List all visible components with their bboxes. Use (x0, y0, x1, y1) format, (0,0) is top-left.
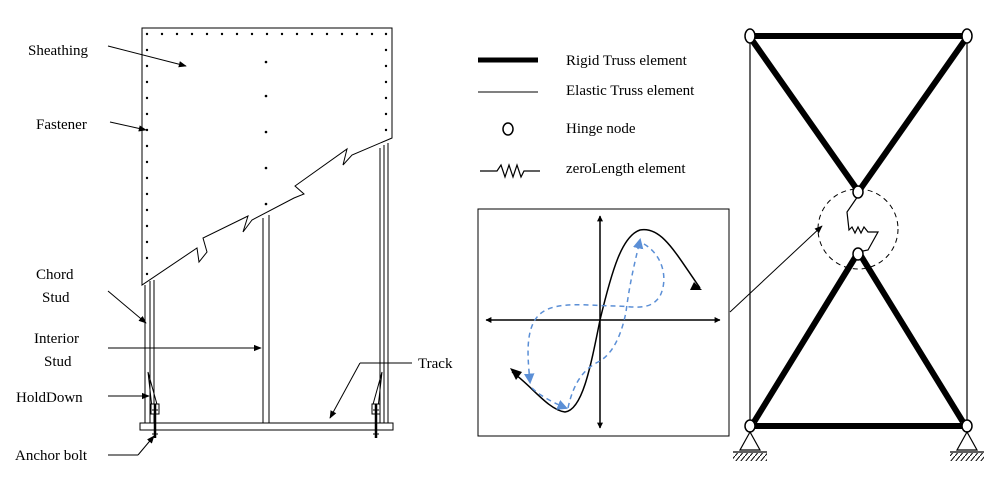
label-chord-stud-line2: Stud (42, 290, 70, 306)
zerolength-element (846, 195, 880, 253)
legend-rigid-label: Rigid Truss element (566, 53, 688, 69)
fastener-dots (145, 32, 388, 276)
label-anchor-bolt: Anchor bolt (15, 448, 88, 464)
legend-hinge-swatch (502, 122, 514, 136)
wall-drawing: Sheathing Fastener Chord Stud Interior S… (15, 27, 453, 464)
truss-model (733, 28, 984, 461)
holddown-left (147, 371, 160, 438)
legend-hinge-label: Hinge node (566, 121, 636, 137)
sheathing-panel (141, 27, 393, 286)
legend-elastic-label: Elastic Truss element (566, 83, 695, 99)
legend: Rigid Truss element Elastic Truss elemen… (478, 53, 695, 179)
backbone-curve (511, 228, 701, 413)
label-fastener: Fastener (36, 117, 87, 133)
hysteresis-plot (477, 208, 730, 437)
detail-circle (817, 188, 899, 270)
track (139, 422, 394, 431)
legend-zerolength-swatch (480, 163, 540, 179)
label-interior-stud-line2: Stud (44, 354, 72, 370)
holddown-right (371, 371, 383, 438)
label-chord-stud-line1: Chord (36, 267, 74, 283)
label-sheathing: Sheathing (28, 43, 88, 59)
support-right (950, 430, 984, 461)
legend-zerolength-label: zeroLength element (566, 161, 686, 177)
label-track: Track (418, 356, 453, 372)
label-holddown: HoldDown (16, 390, 83, 406)
label-interior-stud-line1: Interior (34, 331, 79, 347)
support-left (733, 430, 767, 461)
